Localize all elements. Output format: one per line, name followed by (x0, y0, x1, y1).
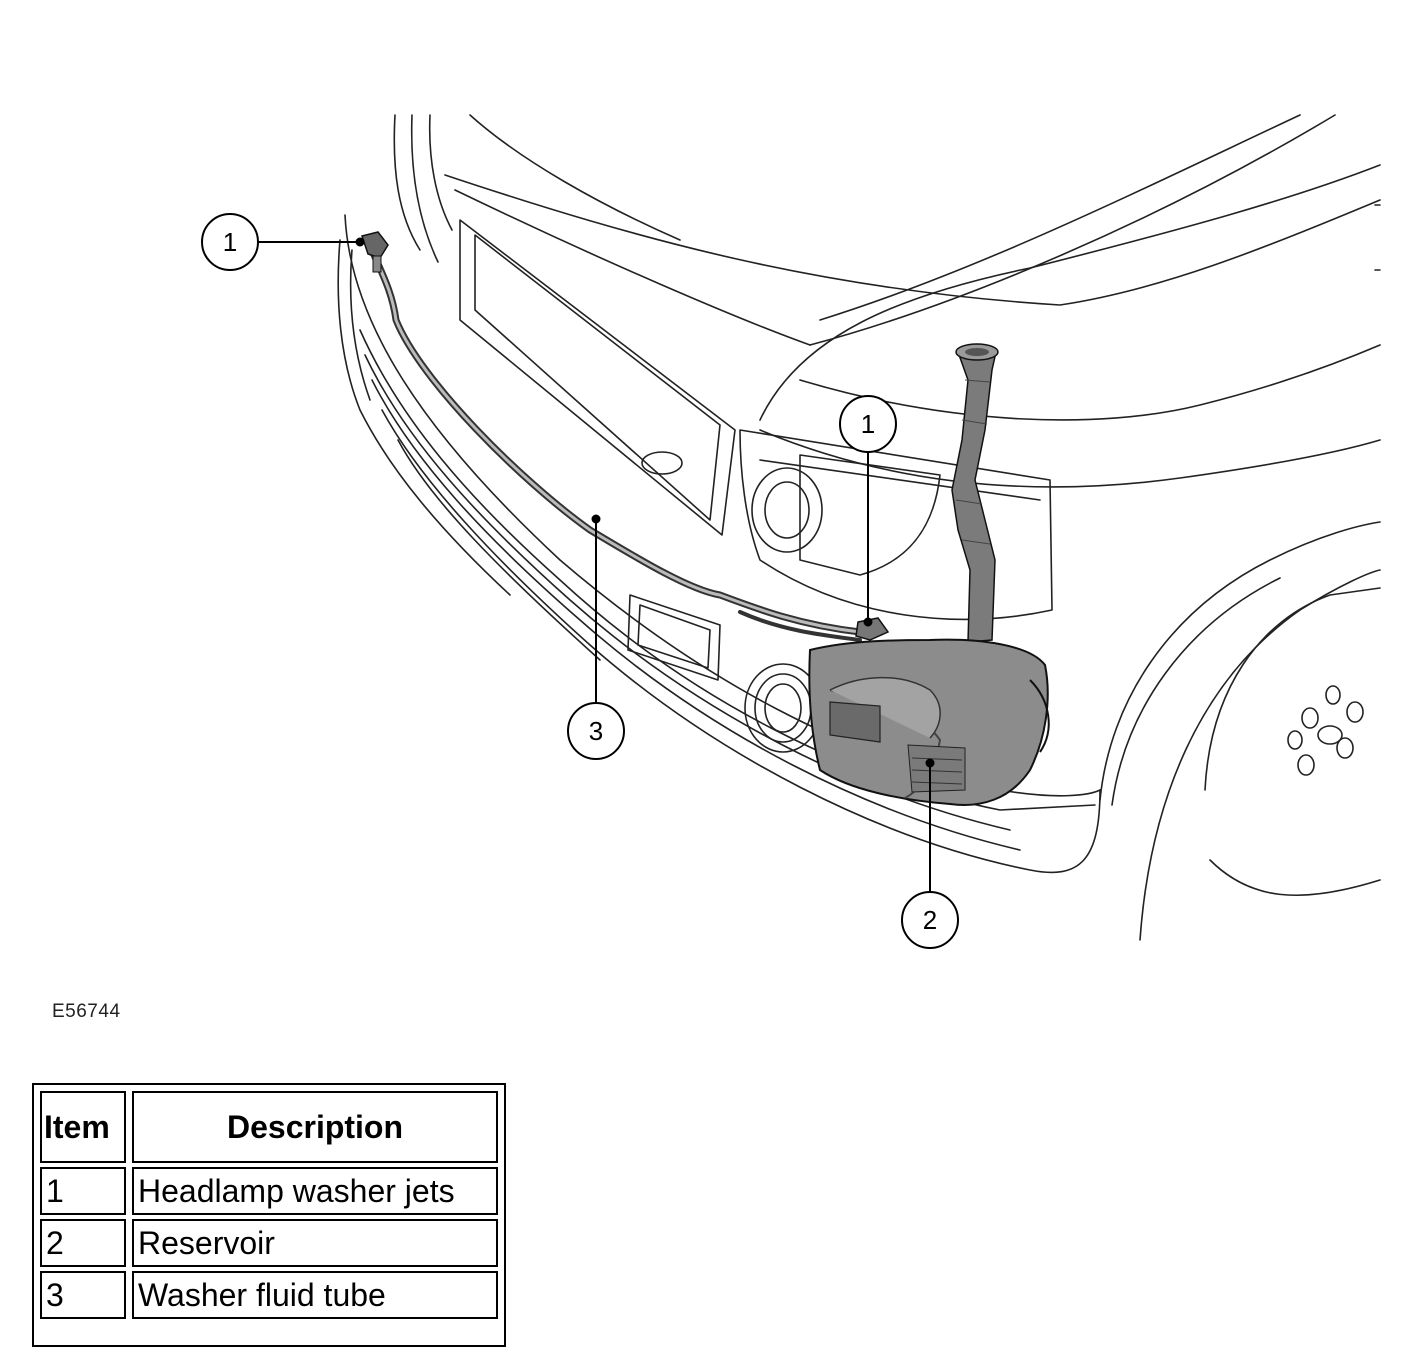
svg-text:2: 2 (923, 905, 937, 935)
legend-item-description: Reservoir (132, 1219, 498, 1267)
callout-jet-right: 1 (839, 395, 897, 453)
legend-header-description: Description (132, 1091, 498, 1163)
callout-reservoir: 2 (901, 891, 959, 949)
legend-item-description: Headlamp washer jets (132, 1167, 498, 1215)
callout-tube: 3 (567, 702, 625, 760)
vehicle-body-outline (337, 114, 1381, 941)
legend-table: Item Description 1 Headlamp washer jets … (34, 1087, 504, 1323)
legend-item-description: Washer fluid tube (132, 1271, 498, 1319)
vehicle-front-illustration: 1 1 2 3 (201, 114, 1381, 949)
svg-text:1: 1 (223, 227, 237, 257)
legend-table-frame: Item Description 1 Headlamp washer jets … (32, 1083, 506, 1347)
svg-text:1: 1 (861, 409, 875, 439)
legend-row: 1 Headlamp washer jets (40, 1167, 498, 1215)
leader-lines (258, 237, 935, 893)
legend-header-row: Item Description (40, 1091, 498, 1163)
legend-row: 2 Reservoir (40, 1219, 498, 1267)
legend-item-number: 3 (40, 1271, 126, 1319)
legend-item-number: 1 (40, 1167, 126, 1215)
legend-item-number: 2 (40, 1219, 126, 1267)
figure-code: E56744 (52, 1001, 121, 1022)
headlamp-washer-jet-left (361, 231, 389, 273)
legend-header-item: Item (40, 1091, 126, 1163)
callout-jet-left: 1 (201, 213, 259, 271)
reservoir-filler-neck (951, 343, 999, 643)
reservoir-tank (808, 638, 1050, 806)
svg-text:3: 3 (589, 716, 603, 746)
legend-row: 3 Washer fluid tube (40, 1271, 498, 1319)
washer-fluid-tube (368, 246, 864, 642)
